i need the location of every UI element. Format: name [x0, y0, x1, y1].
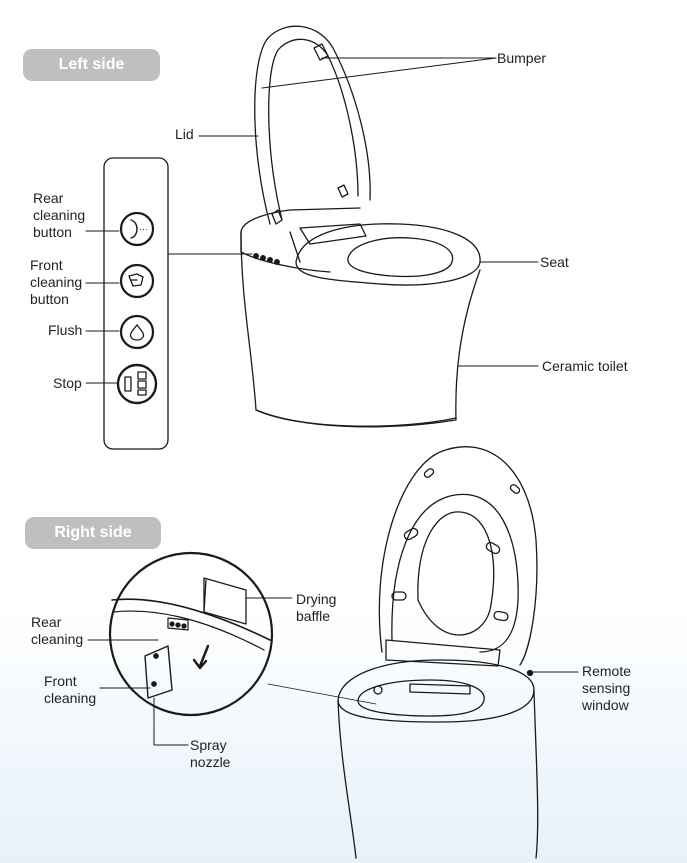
- stop-label: Stop: [53, 375, 82, 392]
- right-bowl-rim: [338, 660, 534, 722]
- magnifier-drying-baffle: [204, 578, 246, 624]
- flush-label: Flush: [48, 322, 82, 339]
- bumper-label: Bumper: [497, 50, 546, 67]
- side-control-dot: [254, 254, 259, 259]
- seat-label: Seat: [540, 254, 569, 271]
- right-seat-hole: [418, 512, 494, 635]
- spray-nozzle-label: Spray nozzle: [190, 737, 230, 771]
- right-nozzle-housing: [410, 684, 470, 694]
- rear-cleaning-label: Rear cleaning: [31, 614, 83, 648]
- right-toilet-drawing: [338, 447, 538, 858]
- lid-outline: [255, 26, 370, 224]
- front-cleaning-label: Front cleaning: [44, 673, 96, 707]
- seat-back: [290, 224, 366, 262]
- seat-inner: [348, 238, 453, 277]
- drying-baffle-label: Drying baffle: [296, 591, 336, 625]
- ceramic-toilet-label: Ceramic toilet: [542, 358, 628, 375]
- bumper-lower-right: [338, 185, 348, 197]
- remote-sensing-window-label: Remote sensing window: [582, 663, 631, 714]
- right-ceramic-body: [338, 690, 538, 858]
- right-seat-ring: [392, 494, 518, 652]
- front-cleaning-icon: [121, 265, 153, 297]
- spray-nozzle-box: [145, 646, 172, 698]
- side-control-dot: [268, 258, 273, 263]
- spray-nozzle-leader: [154, 698, 188, 745]
- control-panel: ···: [104, 158, 168, 449]
- magnifier-outline: [110, 553, 272, 715]
- lid-label: Lid: [175, 126, 194, 143]
- right-lid-outer: [379, 447, 537, 665]
- front-cleaning-button-label: Front cleaning button: [30, 257, 82, 308]
- remote-sensing-window-dot: [528, 671, 533, 676]
- lid-inner-outline: [269, 39, 358, 220]
- rear-cleaning-button-label: Rear cleaning button: [33, 190, 85, 241]
- flush-icon: [121, 316, 153, 348]
- magnifier-detail: [110, 553, 376, 715]
- side-control-dot: [261, 256, 266, 261]
- svg-text:···: ···: [139, 224, 148, 234]
- control-panel-frame: [104, 158, 168, 449]
- side-control-dot: [275, 260, 280, 265]
- tank-left-edge: [241, 232, 330, 272]
- stop-icon: [118, 365, 156, 403]
- magnifier-link: [268, 684, 376, 704]
- bumper-leader-2: [262, 58, 496, 88]
